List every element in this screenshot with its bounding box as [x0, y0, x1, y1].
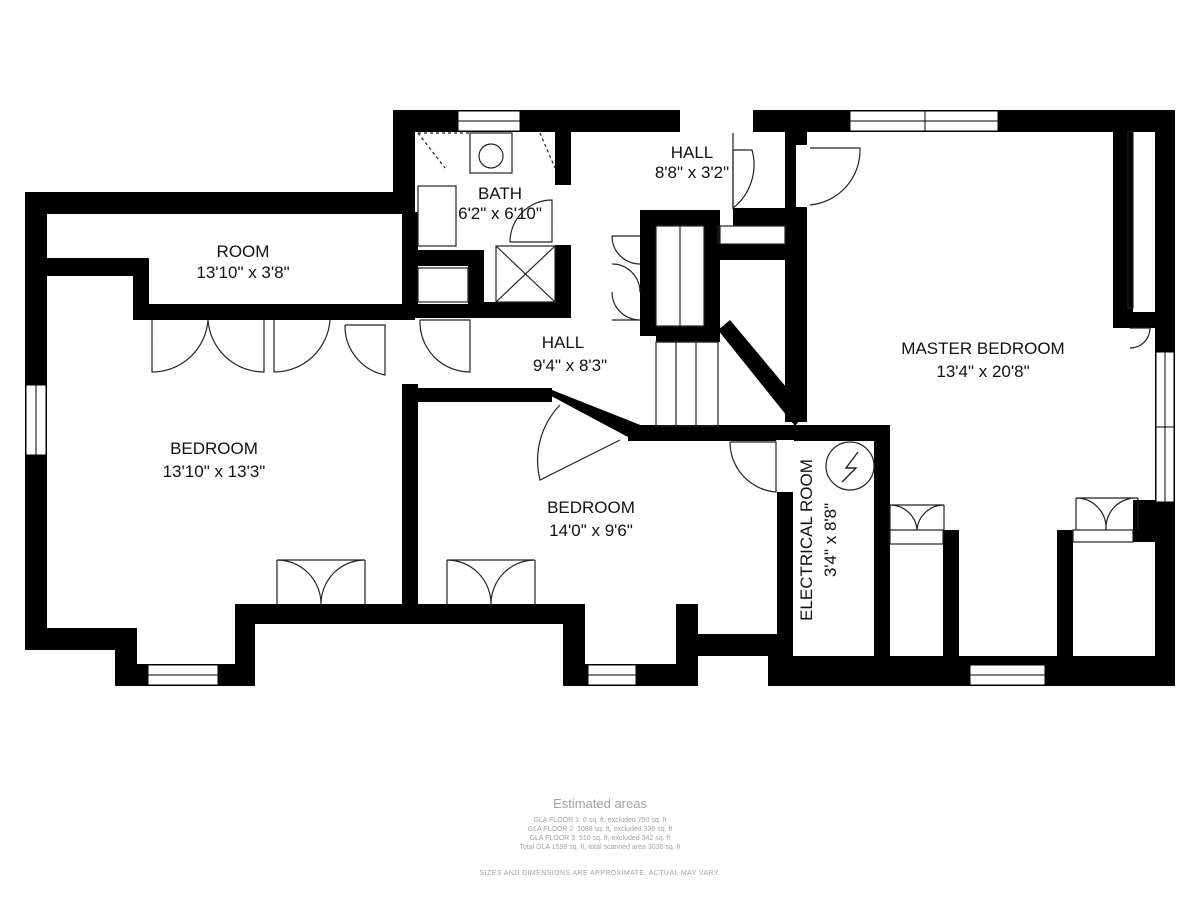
wall: [25, 628, 137, 650]
wall: [235, 604, 255, 686]
left-bedroom-closet: [276, 559, 366, 605]
room-name-hall-center: HALL: [542, 333, 585, 352]
wall: [540, 390, 643, 440]
master-closet-right-doors: [1075, 497, 1139, 531]
room-name-electrical-room: ELECTRICAL ROOM: [797, 459, 816, 621]
room-closet-doors: [151, 319, 331, 373]
wall: [402, 250, 482, 266]
room-size-bedroom-middle: 14'0" x 9'6": [549, 521, 633, 540]
wall: [1133, 500, 1155, 542]
wall: [676, 634, 791, 656]
door-openings: [402, 110, 808, 492]
electrical-panel-icon: [825, 441, 875, 491]
estimated-areas-title: Estimated areas: [553, 796, 647, 811]
wall: [733, 208, 807, 226]
walls: [25, 110, 1175, 686]
area-line-floor-1: GLA FLOOR 1: 0 sq. ft, excluded 750 sq. …: [533, 817, 667, 824]
wall: [874, 425, 890, 656]
vanity: [469, 132, 513, 174]
wall: [640, 210, 656, 336]
hall-door-arc: [419, 319, 471, 373]
room-name-master-bedroom: MASTER BEDROOM: [901, 339, 1064, 358]
bedroom-entry-door: [344, 324, 386, 376]
wall: [704, 210, 720, 336]
wall: [1113, 132, 1133, 324]
room-size-master-bedroom: 13'4" x 20'8": [936, 362, 1029, 381]
master-closet-left-doors: [889, 504, 945, 531]
room-name-room: ROOM: [217, 242, 270, 261]
wall: [468, 250, 484, 318]
wall: [402, 388, 552, 402]
bedroom-door-swing: [537, 404, 621, 481]
area-line-floor-2: GLA FLOOR 2: 1088 sq. ft, excluded 336 s…: [527, 826, 673, 833]
wall: [25, 192, 415, 214]
room-size-bath: 6'2" x 6'10": [458, 204, 542, 223]
room-size-hall-top: 8'8" x 3'2": [655, 163, 729, 182]
room-size-hall-center: 9'4" x 8'3": [533, 356, 607, 375]
master-small-door: [1129, 327, 1151, 349]
middle-bedroom-closet: [446, 559, 536, 605]
wall: [47, 258, 147, 276]
bathtub: [417, 185, 457, 247]
area-line-floor-3: GLA FLOOR 3: 510 sq. ft, excluded 342 sq…: [529, 835, 671, 842]
room-labels: HALL 8'8" x 3'2" BATH 6'2" x 6'10" ROOM …: [163, 143, 1065, 621]
wall: [628, 425, 888, 441]
disclaimer: SIZES AND DIMENSIONS ARE APPROXIMATE. AC…: [479, 870, 721, 877]
electrical-door-swing: [729, 441, 777, 493]
area-line-total: Total GLA 1598 sq. ft, total scanned are…: [519, 844, 681, 851]
master-door-swing: [809, 147, 861, 206]
stairs: [655, 225, 719, 427]
sink-icon: [478, 143, 504, 169]
room-size-room: 13'10" x 3'8": [196, 263, 289, 282]
bath-door-swing: [509, 199, 553, 243]
room-name-bath: BATH: [478, 184, 522, 203]
wall: [402, 384, 418, 604]
fixtures: [151, 131, 1151, 605]
wall: [640, 210, 720, 226]
room-size-electrical-room: 3'4" x 8'8": [821, 503, 840, 577]
wall: [1057, 530, 1073, 656]
room-name-hall-top: HALL: [671, 143, 714, 162]
wall: [720, 244, 807, 260]
wall: [402, 304, 480, 318]
hall-door-swing: [732, 149, 755, 210]
wall: [1113, 312, 1155, 328]
room-size-bedroom-left: 13'10" x 13'3": [163, 462, 266, 481]
room-name-bedroom-middle: BEDROOM: [547, 498, 635, 517]
wall: [235, 604, 585, 624]
linen-shelf: [417, 267, 469, 303]
wall: [656, 326, 720, 342]
wall: [718, 320, 807, 426]
hall-closet-doors: [611, 235, 641, 321]
wall: [393, 110, 415, 214]
shower: [495, 245, 556, 303]
room-name-bedroom-left: BEDROOM: [170, 439, 258, 458]
wall: [470, 302, 571, 318]
windows: [25, 110, 1175, 686]
wall: [133, 304, 415, 320]
wall: [943, 530, 959, 656]
